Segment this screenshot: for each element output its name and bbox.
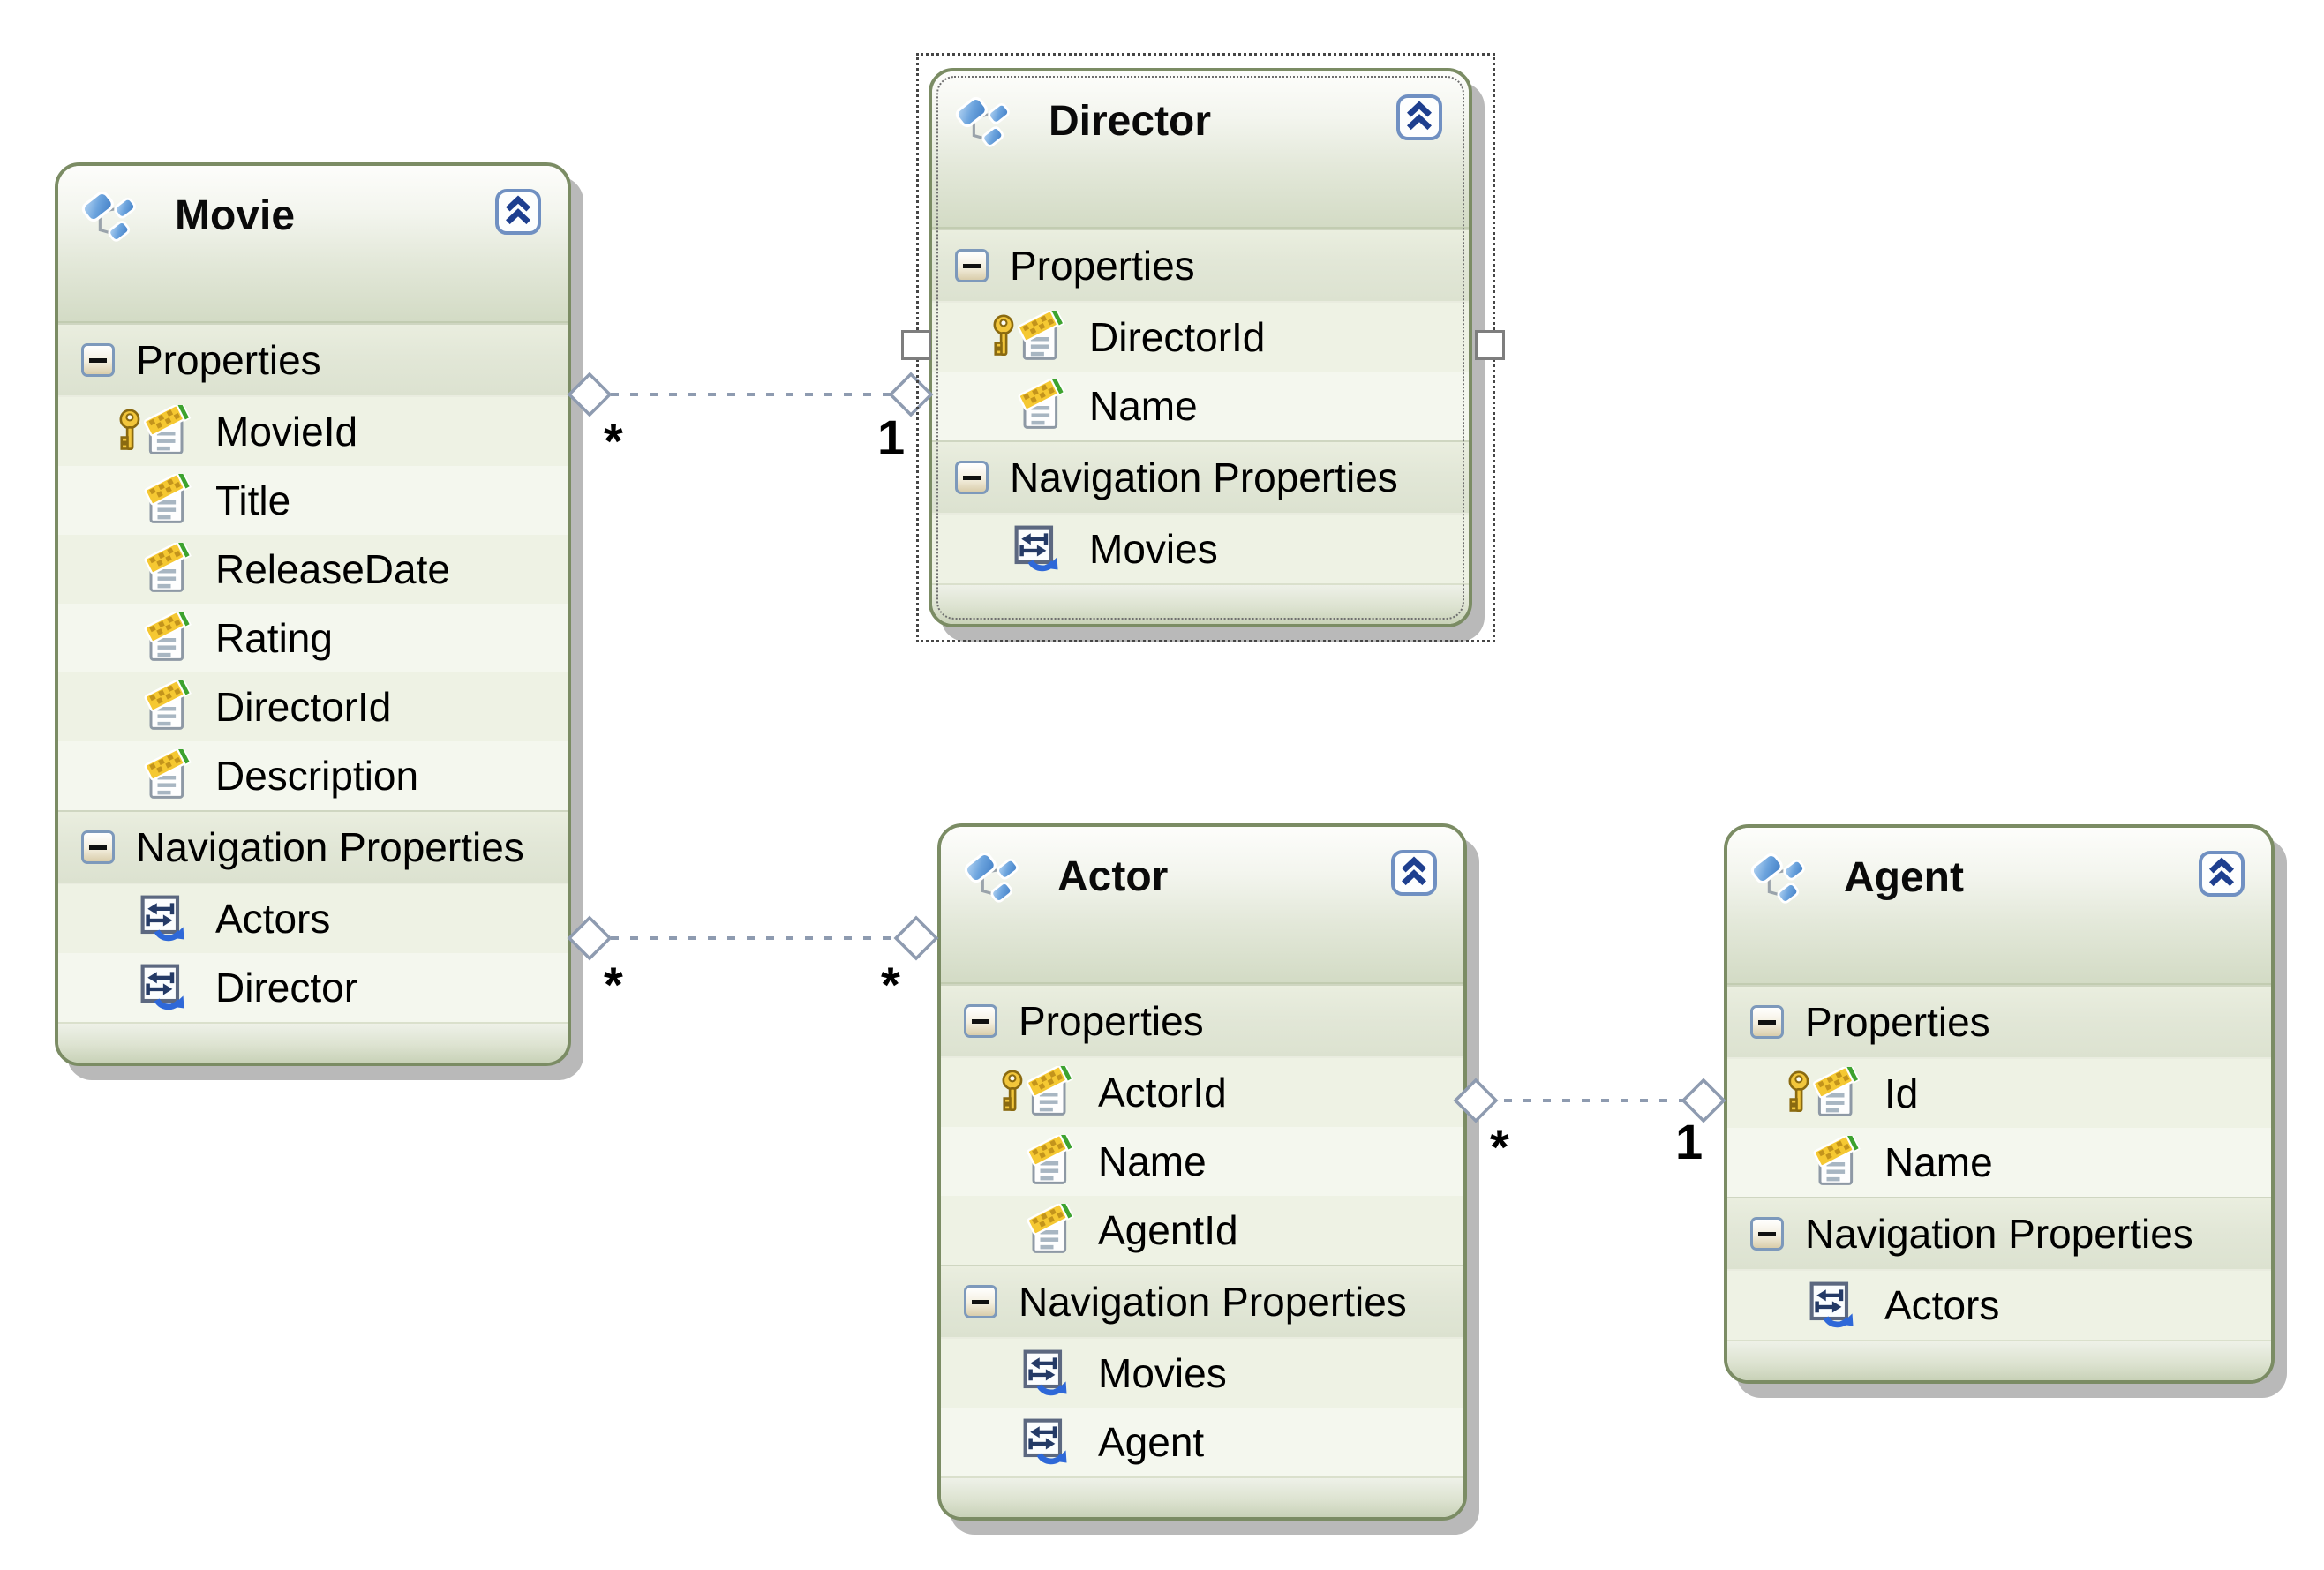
entity-agent[interactable]: Agent Properties Id Name Navigation Prop… (1724, 824, 2275, 1384)
property-name: Id (1884, 1070, 1919, 1116)
property-row[interactable]: Name (932, 372, 1469, 440)
entity-footer (932, 583, 1469, 624)
property-name: Name (1089, 383, 1198, 429)
property-name: DirectorId (1089, 314, 1266, 360)
navigation-section-header[interactable]: Navigation Properties (1727, 1197, 2271, 1271)
navigation-list: Actors (1727, 1271, 2271, 1340)
properties-section-header[interactable]: Properties (58, 323, 568, 397)
section-label: Navigation Properties (1019, 1279, 1407, 1325)
minus-toggle-icon[interactable] (1750, 1005, 1784, 1039)
property-row[interactable]: Name (941, 1127, 1463, 1196)
property-name: AgentId (1098, 1207, 1238, 1253)
property-row[interactable]: ReleaseDate (58, 535, 568, 604)
navigation-row[interactable]: Movies (932, 515, 1469, 583)
property-name: ActorId (1098, 1070, 1227, 1116)
association-movie-actor[interactable] (567, 915, 939, 961)
navigation-name: Movies (1089, 526, 1218, 572)
property-name: Rating (215, 615, 333, 661)
navigation-section-header[interactable]: Navigation Properties (58, 810, 568, 884)
navigation-section-header[interactable]: Navigation Properties (932, 440, 1469, 515)
navigation-row[interactable]: Agent (941, 1408, 1463, 1476)
navigation-name: Agent (1098, 1419, 1205, 1465)
minus-toggle-icon[interactable] (955, 461, 989, 494)
entity-header: Director (932, 71, 1469, 229)
navigation-row[interactable]: Movies (941, 1339, 1463, 1408)
entity-header: Agent (1727, 828, 2271, 985)
collapse-entity-button[interactable] (495, 189, 541, 235)
navigation-name: Actors (215, 896, 331, 942)
section-label: Properties (136, 337, 321, 383)
navigation-name: Actors (1884, 1282, 2000, 1328)
association-actor-agent[interactable] (1453, 1078, 1726, 1123)
collapse-entity-button[interactable] (2199, 851, 2245, 897)
minus-toggle-icon[interactable] (81, 343, 115, 377)
properties-list: Id Name (1727, 1059, 2271, 1197)
properties-list: DirectorId Name (932, 303, 1469, 440)
entity-footer (941, 1476, 1463, 1517)
property-row[interactable]: DirectorId (58, 672, 568, 741)
association-movie-director[interactable] (567, 372, 934, 417)
properties-list: ActorId Name AgentId (941, 1058, 1463, 1265)
resize-handle-left[interactable] (901, 330, 931, 360)
property-name: Name (1884, 1139, 1993, 1185)
navigation-list: Movies (932, 515, 1469, 583)
property-row[interactable]: Name (1727, 1128, 2271, 1197)
property-row[interactable]: DirectorId (932, 303, 1469, 372)
entity-title: Actor (1057, 853, 1169, 900)
navigation-row[interactable]: Actors (1727, 1271, 2271, 1340)
navigation-section-header[interactable]: Navigation Properties (941, 1265, 1463, 1339)
section-label: Navigation Properties (1805, 1211, 2193, 1257)
section-label: Navigation Properties (1010, 454, 1398, 500)
properties-section-header[interactable]: Properties (1727, 985, 2271, 1059)
section-label: Navigation Properties (136, 824, 524, 870)
properties-section-header[interactable]: Properties (941, 984, 1463, 1058)
property-name: Title (215, 477, 291, 523)
entity-title: Agent (1844, 854, 1964, 901)
minus-toggle-icon[interactable] (1750, 1217, 1784, 1251)
minus-toggle-icon[interactable] (955, 249, 989, 282)
property-row[interactable]: Rating (58, 604, 568, 672)
navigation-name: Director (215, 965, 358, 1010)
entity-movie[interactable]: Movie Properties MovieId Title ReleaseDa… (55, 162, 571, 1066)
entity-footer (1727, 1340, 2271, 1380)
entity-title: Movie (175, 192, 296, 239)
entity-footer (58, 1022, 568, 1063)
property-row[interactable]: AgentId (941, 1196, 1463, 1265)
navigation-list: Actors Director (58, 884, 568, 1022)
property-row[interactable]: ActorId (941, 1058, 1463, 1127)
properties-list: MovieId Title ReleaseDate Rating Directo… (58, 397, 568, 810)
navigation-row[interactable]: Director (58, 953, 568, 1022)
property-row[interactable]: MovieId (58, 397, 568, 466)
entity-director[interactable]: Director Properties DirectorId Name Navi… (929, 68, 1472, 627)
minus-toggle-icon[interactable] (81, 830, 115, 864)
collapse-entity-button[interactable] (1396, 94, 1442, 140)
property-row[interactable]: Id (1727, 1059, 2271, 1128)
property-name: MovieId (215, 409, 358, 454)
property-name: Name (1098, 1138, 1207, 1184)
navigation-name: Movies (1098, 1350, 1227, 1396)
minus-toggle-icon[interactable] (964, 1285, 997, 1318)
navigation-list: Movies Agent (941, 1339, 1463, 1476)
section-label: Properties (1010, 243, 1195, 289)
entity-actor[interactable]: Actor Properties ActorId Name AgentId (937, 823, 1467, 1521)
entity-header: Movie (58, 166, 568, 323)
navigation-row[interactable]: Actors (58, 884, 568, 953)
entity-header: Actor (941, 827, 1463, 984)
property-name: ReleaseDate (215, 546, 450, 592)
property-row[interactable]: Description (58, 741, 568, 810)
property-name: DirectorId (215, 684, 392, 730)
resize-handle-right[interactable] (1475, 330, 1505, 360)
collapse-entity-button[interactable] (1391, 850, 1437, 896)
minus-toggle-icon[interactable] (964, 1004, 997, 1038)
entity-title: Director (1049, 98, 1212, 145)
property-name: Description (215, 753, 419, 799)
properties-section-header[interactable]: Properties (932, 229, 1469, 303)
section-label: Properties (1805, 999, 1990, 1045)
section-label: Properties (1019, 998, 1204, 1044)
property-row[interactable]: Title (58, 466, 568, 535)
